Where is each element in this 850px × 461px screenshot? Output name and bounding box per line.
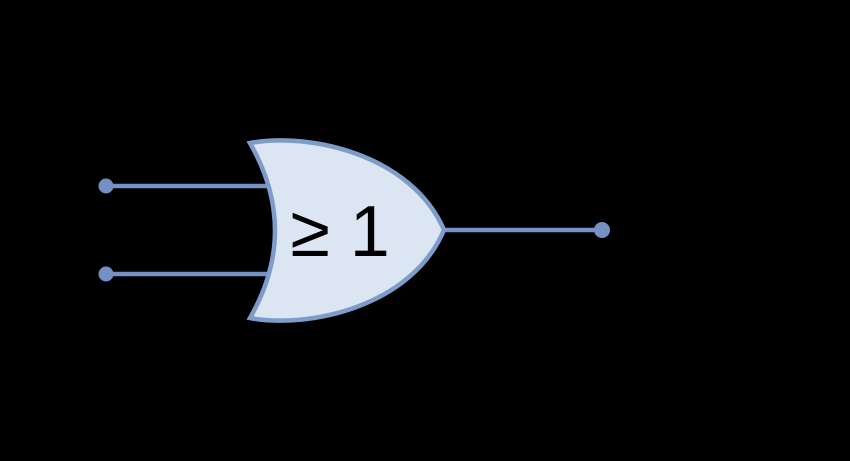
output-terminal	[594, 222, 610, 238]
input-terminal-1	[98, 178, 114, 194]
or-gate-body	[250, 140, 444, 321]
or-gate-label: ≥ 1	[290, 192, 390, 272]
input-terminal-2	[98, 266, 114, 282]
or-gate-outline	[246, 138, 447, 323]
